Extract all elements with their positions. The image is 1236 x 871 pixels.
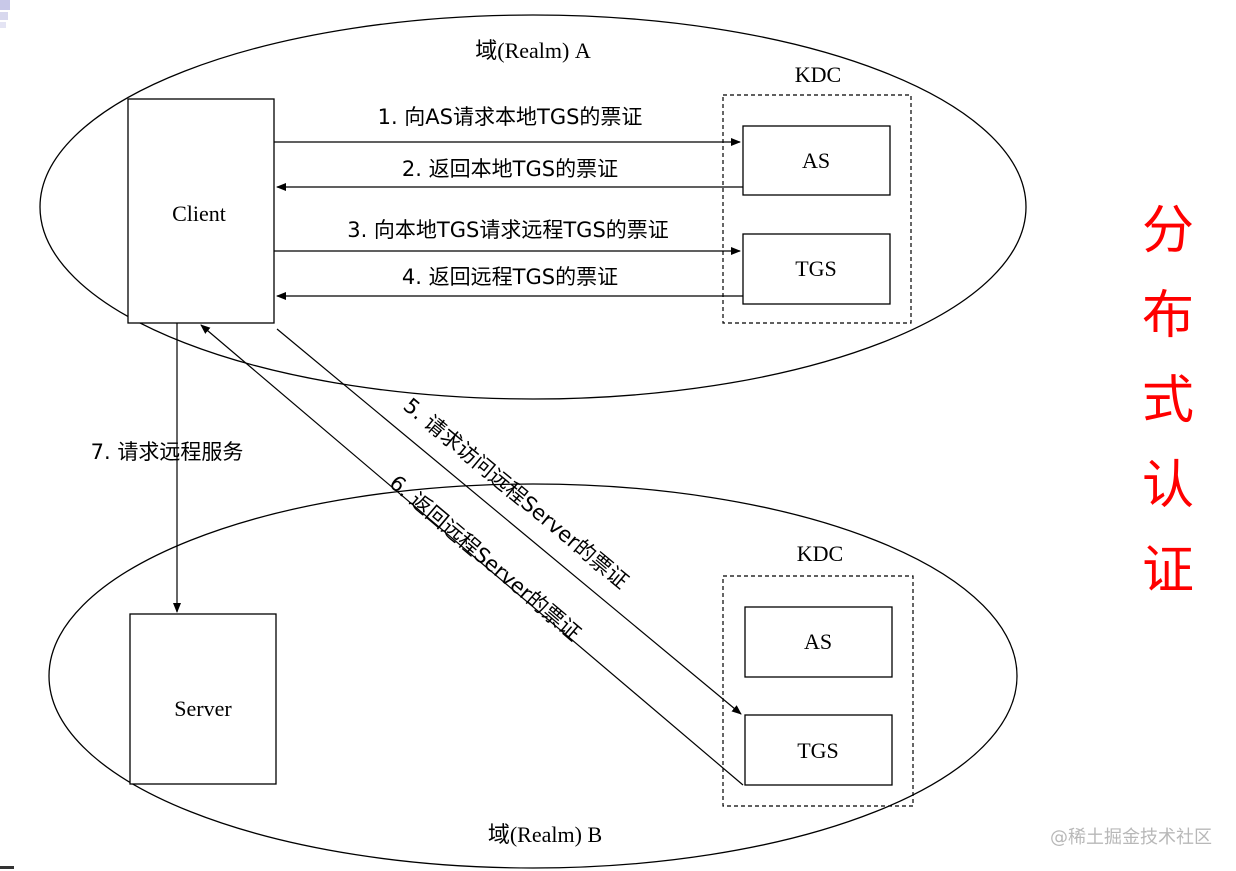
- tgs-b-label: TGS: [797, 738, 839, 763]
- corner-mark: [0, 866, 14, 869]
- side-title-char: 证: [1142, 541, 1194, 601]
- corner-decoration: [0, 12, 8, 20]
- as-a-label: AS: [802, 148, 830, 173]
- arrow-m5: [276, 328, 742, 715]
- kdc-a-label: KDC: [795, 62, 841, 87]
- side-title-char: 认: [1142, 456, 1194, 516]
- realm-a-label: 域(Realm) A: [475, 38, 591, 63]
- server-label: Server: [174, 696, 232, 721]
- message-5-label: 5. 请求访问远程Server的票证: [399, 393, 633, 593]
- message-2-label: 2. 返回本地TGS的票证: [402, 157, 618, 181]
- message-7-label: 7. 请求远程服务: [91, 440, 244, 464]
- watermark: @稀土掘金技术社区: [1050, 827, 1212, 848]
- side-title-char: 布: [1142, 286, 1194, 346]
- kdc-b-label: KDC: [797, 541, 843, 566]
- corner-decoration: [0, 0, 10, 10]
- realm-b-ellipse: [48, 483, 1018, 869]
- message-3-label: 3. 向本地TGS请求远程TGS的票证: [347, 218, 669, 242]
- realm-a-ellipse: [39, 14, 1027, 400]
- server-box: [129, 613, 277, 785]
- side-title-char: 分: [1142, 201, 1194, 261]
- tgs-b-box: [744, 714, 893, 786]
- client-label: Client: [172, 201, 226, 226]
- message-1-label: 1. 向AS请求本地TGS的票证: [378, 105, 643, 129]
- corner-decoration: [0, 22, 6, 28]
- realm-b-label: 域(Realm) B: [488, 822, 602, 847]
- as-b-label: AS: [804, 629, 832, 654]
- side-title-char: 式: [1142, 371, 1194, 431]
- message-4-label: 4. 返回远程TGS的票证: [402, 265, 618, 289]
- tgs-a-box: [742, 233, 891, 305]
- as-b-box: [744, 606, 893, 678]
- kdc-b-box: [722, 575, 914, 807]
- as-a-box: [742, 125, 891, 196]
- arrow-m6: [200, 324, 744, 786]
- kdc-a-box: [722, 94, 912, 324]
- client-box: [127, 98, 275, 324]
- message-6-label: 6. 返回远程Server的票证: [385, 471, 586, 646]
- tgs-a-label: TGS: [795, 256, 837, 281]
